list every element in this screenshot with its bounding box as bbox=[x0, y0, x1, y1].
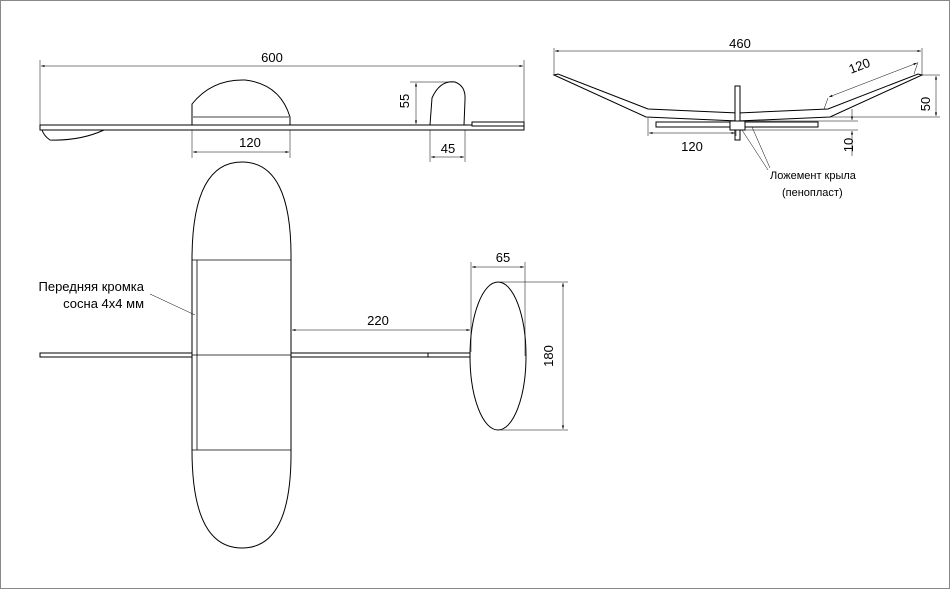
leading-edge-note-line1: Передняя кромка bbox=[39, 279, 145, 294]
dim-center-label: 120 bbox=[681, 139, 703, 154]
side-nose-ballast bbox=[41, 129, 105, 141]
top-tail-block bbox=[427, 352, 471, 358]
top-stabilizer bbox=[469, 281, 527, 431]
dim-keel-label: 10 bbox=[841, 138, 856, 152]
wing-mount-note-line1: Ложемент крыла bbox=[770, 170, 857, 182]
front-fin bbox=[734, 85, 741, 141]
side-fin bbox=[429, 81, 466, 126]
dim-fin-h-label: 55 bbox=[397, 94, 412, 108]
top-view: Передняя кромка сосна 4х4 мм 220 65 180 bbox=[39, 161, 568, 549]
side-fuselage bbox=[39, 124, 525, 131]
dim-fin-w-label: 45 bbox=[441, 141, 455, 156]
mount-leader-2 bbox=[751, 126, 771, 169]
dim-panel-label: 120 bbox=[847, 55, 873, 77]
dim-panel-ext-inner bbox=[823, 97, 829, 110]
wing-mount-note-line2: (пенопласт) bbox=[782, 187, 843, 199]
dim-rise-label: 50 bbox=[918, 97, 933, 111]
dim-span-label: 460 bbox=[729, 36, 751, 51]
dim-panel-line bbox=[828, 62, 918, 98]
front-mount-block bbox=[729, 120, 746, 131]
side-wing-profile bbox=[191, 79, 291, 126]
dim-canopy-label: 120 bbox=[239, 135, 261, 150]
front-view: 460 120 50 10 120 Ложемент крыла (пенопл… bbox=[552, 36, 940, 199]
dim-stabw-label: 65 bbox=[496, 250, 510, 265]
mount-leader-1 bbox=[741, 129, 769, 171]
side-stabilizer bbox=[471, 121, 525, 127]
front-wing bbox=[552, 73, 924, 122]
dim-stabl-label: 180 bbox=[541, 345, 556, 367]
dim-gap-label: 220 bbox=[367, 313, 389, 328]
dim-600-label: 600 bbox=[261, 50, 283, 65]
leading-edge-note-line2: сосна 4х4 мм bbox=[63, 296, 144, 311]
leading-edge-leader bbox=[149, 293, 196, 316]
side-view: 600 120 55 45 bbox=[39, 50, 525, 162]
